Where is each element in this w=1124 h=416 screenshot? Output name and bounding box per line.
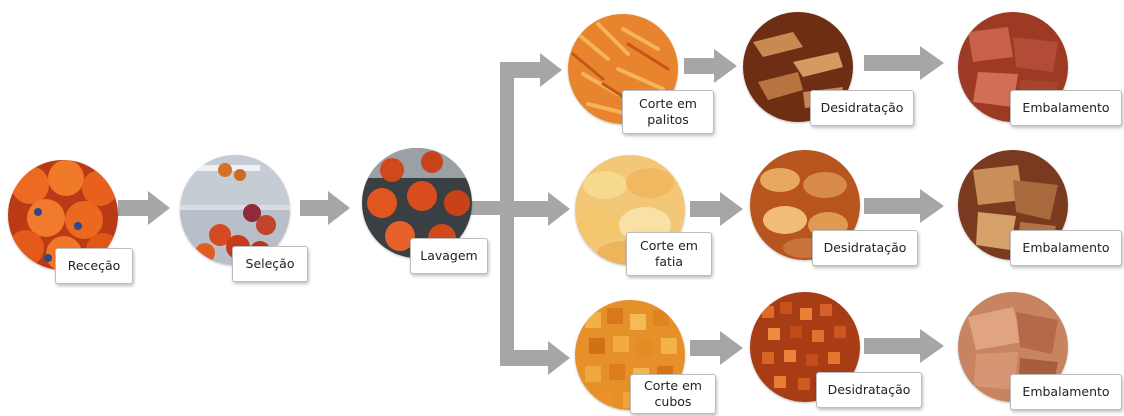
label-desidratacao-3-text: Desidratação — [828, 382, 911, 398]
arrow-selecao-to-lavagem — [300, 191, 350, 225]
arrow-branch-to-fatia — [514, 192, 570, 226]
label-rececao: Receção — [55, 248, 133, 284]
branch-trunk — [500, 62, 514, 366]
label-selecao-text: Seleção — [246, 256, 295, 272]
label-corte-cubos: Corte em cubos — [630, 374, 716, 414]
label-corte-fatia-text: Corte em fatia — [640, 238, 698, 271]
arrow-fatia-to-desidratacao — [690, 192, 743, 226]
label-corte-palitos-text: Corte em palitos — [639, 96, 697, 129]
label-rececao-text: Receção — [68, 258, 121, 274]
arrow-desidratacao-to-embalamento-3 — [864, 329, 944, 363]
label-desidratacao-1: Desidratação — [810, 90, 914, 126]
label-desidratacao-1-text: Desidratação — [821, 100, 904, 116]
label-embalamento-3: Embalamento — [1010, 374, 1122, 410]
arrow-branch-to-cubos — [514, 341, 570, 375]
label-embalamento-2: Embalamento — [1010, 230, 1122, 266]
label-lavagem: Lavagem — [410, 238, 488, 274]
label-embalamento-1: Embalamento — [1010, 90, 1122, 126]
label-corte-cubos-text: Corte em cubos — [644, 378, 702, 411]
label-lavagem-text: Lavagem — [420, 248, 477, 264]
label-corte-fatia: Corte em fatia — [626, 232, 712, 276]
arrow-desidratacao-to-embalamento-2 — [864, 189, 944, 223]
arrow-palitos-to-desidratacao — [684, 49, 737, 83]
label-selecao: Seleção — [232, 246, 308, 282]
label-embalamento-3-text: Embalamento — [1022, 384, 1109, 400]
label-desidratacao-3: Desidratação — [816, 372, 922, 408]
label-desidratacao-2: Desidratação — [812, 230, 918, 266]
label-embalamento-2-text: Embalamento — [1022, 240, 1109, 256]
label-embalamento-1-text: Embalamento — [1022, 100, 1109, 116]
arrow-lavagem-to-branch — [470, 201, 500, 215]
arrow-cubos-to-desidratacao — [690, 331, 743, 365]
arrow-rececao-to-selecao — [118, 191, 170, 225]
arrow-desidratacao-to-embalamento-1 — [864, 46, 944, 80]
label-desidratacao-2-text: Desidratação — [824, 240, 907, 256]
arrow-branch-to-palitos — [514, 53, 562, 87]
label-corte-palitos: Corte em palitos — [622, 90, 714, 134]
